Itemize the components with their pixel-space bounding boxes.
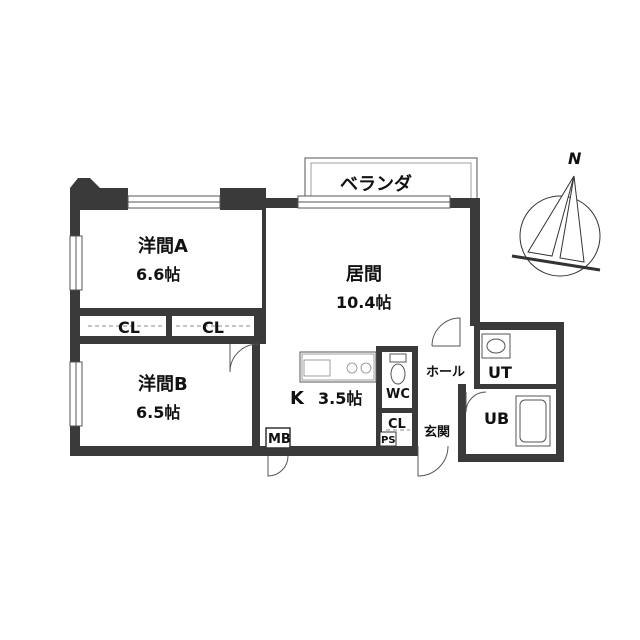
room-label-veranda: ベランダ xyxy=(340,173,412,195)
room-size-kitchen: 3.5帖 xyxy=(318,389,362,408)
north-label: N xyxy=(568,149,582,168)
closet-lines xyxy=(88,325,410,431)
closet-label-2: CL xyxy=(202,318,224,337)
closet-label-1: CL xyxy=(118,318,140,337)
meter-box: MB xyxy=(265,427,291,449)
room-label-hall: ホール xyxy=(426,365,465,380)
room-label-ut: UT xyxy=(488,363,512,382)
room-label-genkan: 玄関 xyxy=(424,424,450,440)
compass: N xyxy=(511,149,601,277)
pipe-space: PS xyxy=(379,431,397,447)
kitchen-counter xyxy=(299,351,377,383)
interior-walls xyxy=(80,208,560,454)
room-label-kyoma: 居間 xyxy=(346,264,382,285)
toilet-fixture xyxy=(389,353,407,385)
room-size-youma-a: 6.6帖 xyxy=(136,265,180,284)
svg-text:MB: MB xyxy=(268,432,291,447)
room-label-youma-b: 洋間B xyxy=(138,373,188,395)
closet-label-3: CL xyxy=(388,417,406,432)
room-label-ub: UB xyxy=(484,409,509,428)
windows xyxy=(69,195,451,427)
bathtub-fixture xyxy=(515,395,551,447)
room-size-kyoma: 10.4帖 xyxy=(336,293,391,312)
room-label-wc: WC xyxy=(386,387,410,402)
doors xyxy=(229,317,487,477)
room-label-kitchen: K xyxy=(290,388,305,409)
room-size-youma-b: 6.5帖 xyxy=(136,403,180,422)
washbasin-fixture xyxy=(481,333,511,359)
svg-text:PS: PS xyxy=(381,435,396,446)
room-label-youma-a: 洋間A xyxy=(138,235,188,257)
